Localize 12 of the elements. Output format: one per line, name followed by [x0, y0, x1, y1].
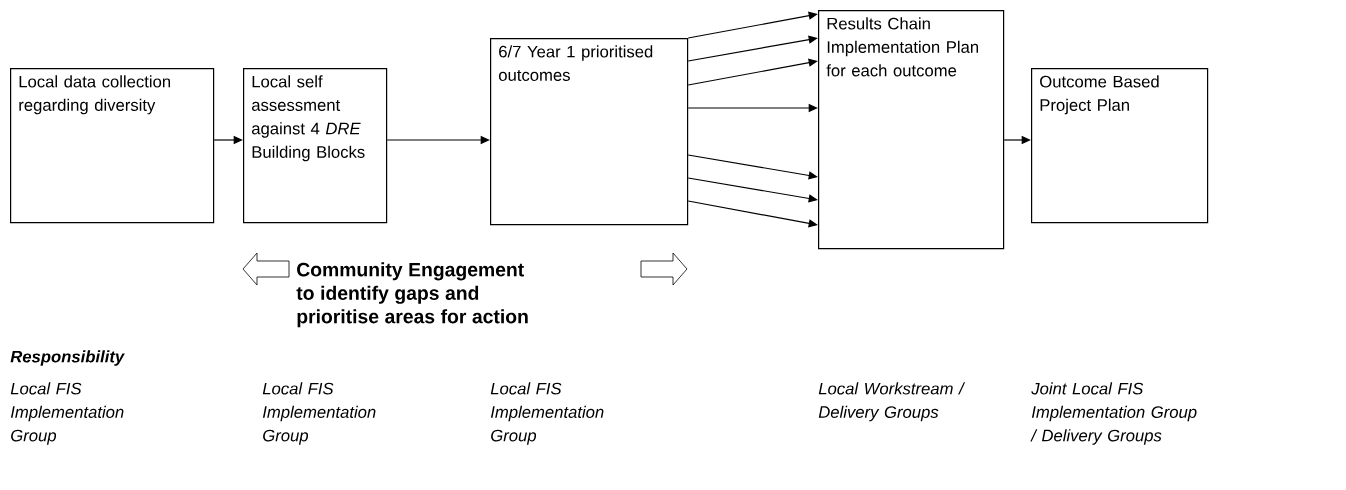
- process-box: Results Chain Implementation Plan for each outcome: [818, 10, 1005, 250]
- responsibility-text: Local FIS Implementation Group: [10, 382, 124, 445]
- responsibility-text: Local FIS Implementation Group: [490, 382, 604, 445]
- process-box: Local data collection regarding diversity: [10, 68, 215, 224]
- heading: Responsibility: [10, 350, 125, 366]
- process-box: Outcome Based Project Plan: [1031, 68, 1209, 224]
- process-box: Local self assessment against 4 DRE Building Blocks: [243, 68, 388, 224]
- responsibility-text: Local Workstream / Delivery Groups: [818, 382, 966, 422]
- note-text: Community Engagement to identify gaps and prioritise areas for action: [296, 262, 528, 328]
- process-box: 6/7 Year 1 prioritised outcomes: [490, 38, 689, 226]
- responsibility-text: Joint Local FIS Implementation Group / Delivery Groups: [1030, 382, 1197, 445]
- responsibility-text: Local FIS Implementation Group: [262, 382, 376, 445]
